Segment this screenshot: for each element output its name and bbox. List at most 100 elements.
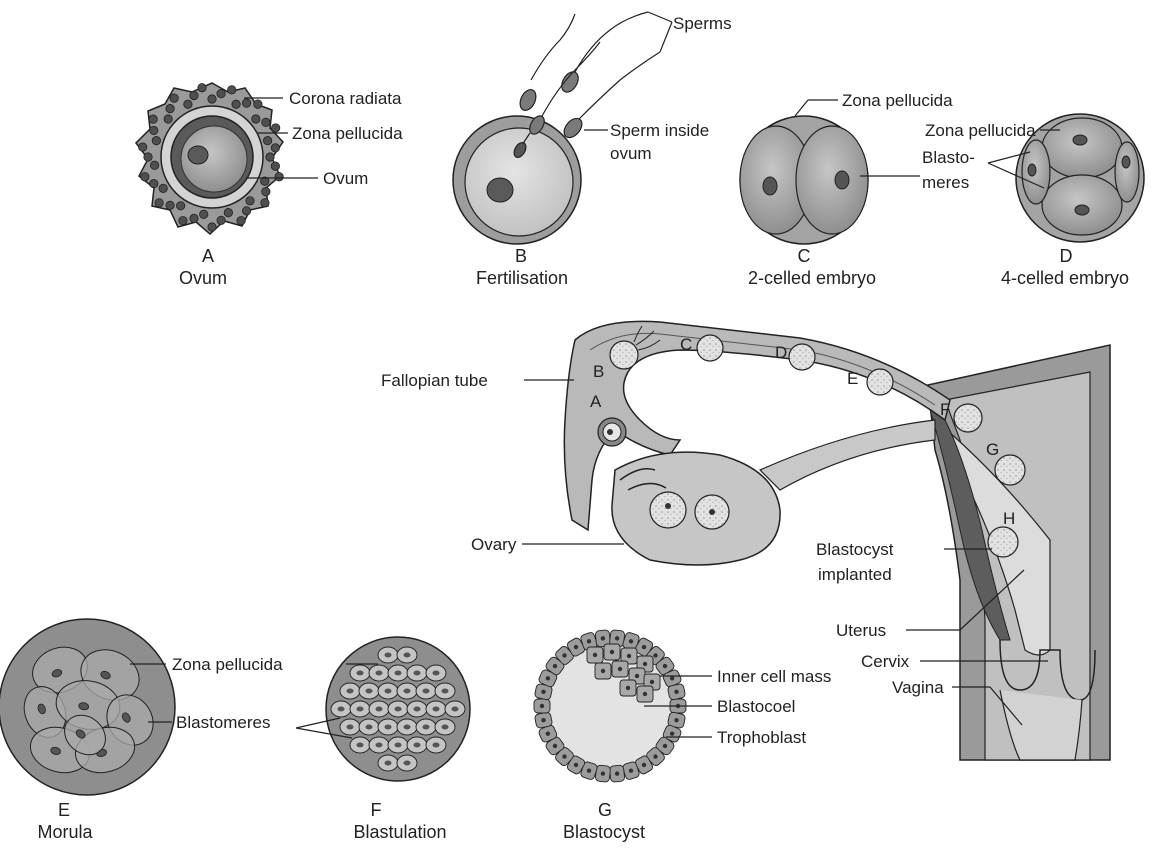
trophoblast-nucleus <box>653 754 657 758</box>
trophoblast-nucleus <box>663 664 667 668</box>
trophoblast-nucleus <box>642 763 646 767</box>
follicle-cell <box>200 210 208 218</box>
stage-letter-g: G <box>986 440 999 459</box>
label-blastocyst-implanted-line1: Blastocyst <box>816 540 894 559</box>
panel-f-title: Blastulation <box>353 822 446 842</box>
blastula-nucleus <box>404 761 411 766</box>
follicle-cell <box>271 162 279 170</box>
icm-nucleus <box>593 653 597 657</box>
label-trophoblast: Trophoblast <box>717 728 806 747</box>
blastula-nucleus <box>357 743 364 748</box>
blastomere-d-right <box>1115 142 1139 202</box>
label-sperm-inside-line2: ovum <box>610 144 652 163</box>
ovum-nucleus <box>188 146 208 164</box>
stage-letter-f: F <box>940 400 950 419</box>
blastula-nucleus <box>423 725 430 730</box>
label-blastocyst-implanted-line2: implanted <box>818 565 892 584</box>
follicle-cell <box>198 84 206 92</box>
trophoblast-nucleus <box>674 718 678 722</box>
stage-b-zygote <box>610 341 638 369</box>
follicle-cell <box>190 91 198 99</box>
follicle-cell <box>254 100 262 108</box>
follicle-cell <box>224 208 232 216</box>
follicle-cell <box>261 199 269 207</box>
panel-b-fertilisation: Sperms Sperm inside ovum B Fertilisation <box>453 12 732 288</box>
panel-a-letter: A <box>202 246 214 266</box>
panel-d-letter: D <box>1060 246 1073 266</box>
follicle-cell <box>190 214 198 222</box>
stage-letter-e: E <box>847 369 858 388</box>
trophoblast-nucleus <box>615 636 619 640</box>
label-zona-pellucida-c: Zona pellucida <box>842 91 953 110</box>
follicle-cell <box>184 100 192 108</box>
blastula-nucleus <box>395 707 402 712</box>
blastula-nucleus <box>376 743 383 748</box>
trophoblast-nucleus <box>587 639 591 643</box>
icm-nucleus <box>618 667 622 671</box>
label-blastomeres: Blastomeres <box>176 713 270 732</box>
icm-nucleus <box>643 662 647 666</box>
stage-letter-h: H <box>1003 509 1015 528</box>
follicle-cell <box>252 115 260 123</box>
follicle-cell <box>179 216 187 224</box>
blastula-nucleus <box>433 671 440 676</box>
panel-e-letter: E <box>58 800 70 820</box>
blastula-nucleus <box>385 653 392 658</box>
label-zona-pellucida-a: Zona pellucida <box>292 124 403 143</box>
stage-e-morula <box>867 369 893 395</box>
blastula-nucleus <box>385 761 392 766</box>
blastula-nucleus <box>357 671 364 676</box>
follicle-cell <box>263 136 271 144</box>
trophoblast-nucleus <box>574 763 578 767</box>
blastula-nucleus <box>366 689 373 694</box>
stage-d-embryo <box>789 344 815 370</box>
follicle-cell <box>164 115 172 123</box>
label-inner-cell-mass: Inner cell mass <box>717 667 831 686</box>
follicle-cell <box>271 124 279 132</box>
blastula-nucleus <box>338 707 345 712</box>
blastula-nucleus <box>385 725 392 730</box>
panel-g-letter: G <box>598 800 612 820</box>
label-corona-radiata: Corona radiata <box>289 89 402 108</box>
trophoblast-nucleus <box>653 653 657 657</box>
follicle-cell <box>262 118 270 126</box>
label-sperms: Sperms <box>673 14 732 33</box>
panel-a-ovum: Corona radiata Zona pellucida Ovum A Ovu… <box>136 83 403 288</box>
panel-e-morula: Zona pellucida Blastomeres E Morula <box>0 619 283 842</box>
panel-d-four-celled: Zona pellucida Blasto- meres D 4-celled … <box>922 114 1144 288</box>
follicle-cell <box>217 216 225 224</box>
follicle-cell <box>275 173 283 181</box>
trophoblast-nucleus <box>663 744 667 748</box>
follicle-cell <box>271 144 279 152</box>
follicle-cell <box>208 223 216 231</box>
blastula-nucleus <box>376 671 383 676</box>
follicle-cell <box>149 115 157 123</box>
label-blastomeres-d-line2: meres <box>922 173 969 192</box>
follicle-cell <box>159 184 167 192</box>
fertilised-nucleus <box>487 178 513 202</box>
blastula-nucleus <box>423 689 430 694</box>
trophoblast-nucleus <box>553 664 557 668</box>
blastula-nucleus <box>452 707 459 712</box>
follicle-cell <box>150 179 158 187</box>
blastula-nucleus <box>442 689 449 694</box>
stage-h-implanted <box>988 527 1018 557</box>
panel-e-title: Morula <box>37 822 93 842</box>
follicle-cell <box>150 126 158 134</box>
blastula-nucleus <box>347 725 354 730</box>
blastula-nucleus <box>395 671 402 676</box>
label-zona-pellucida-d: Zona pellucida <box>925 121 1036 140</box>
follicle-cell <box>152 136 160 144</box>
blastula-nucleus <box>404 653 411 658</box>
stage-g-blastocyst <box>995 455 1025 485</box>
blastula-nucleus <box>433 707 440 712</box>
trophoblast-nucleus <box>674 690 678 694</box>
icm-nucleus <box>610 650 614 654</box>
label-ovary: Ovary <box>471 535 517 554</box>
icm-nucleus <box>627 654 631 658</box>
blastula-nucleus <box>414 743 421 748</box>
icm-nucleus <box>643 692 647 696</box>
panel-g-blastocyst: Inner cell mass Blastocoel Trophoblast G… <box>534 630 831 842</box>
